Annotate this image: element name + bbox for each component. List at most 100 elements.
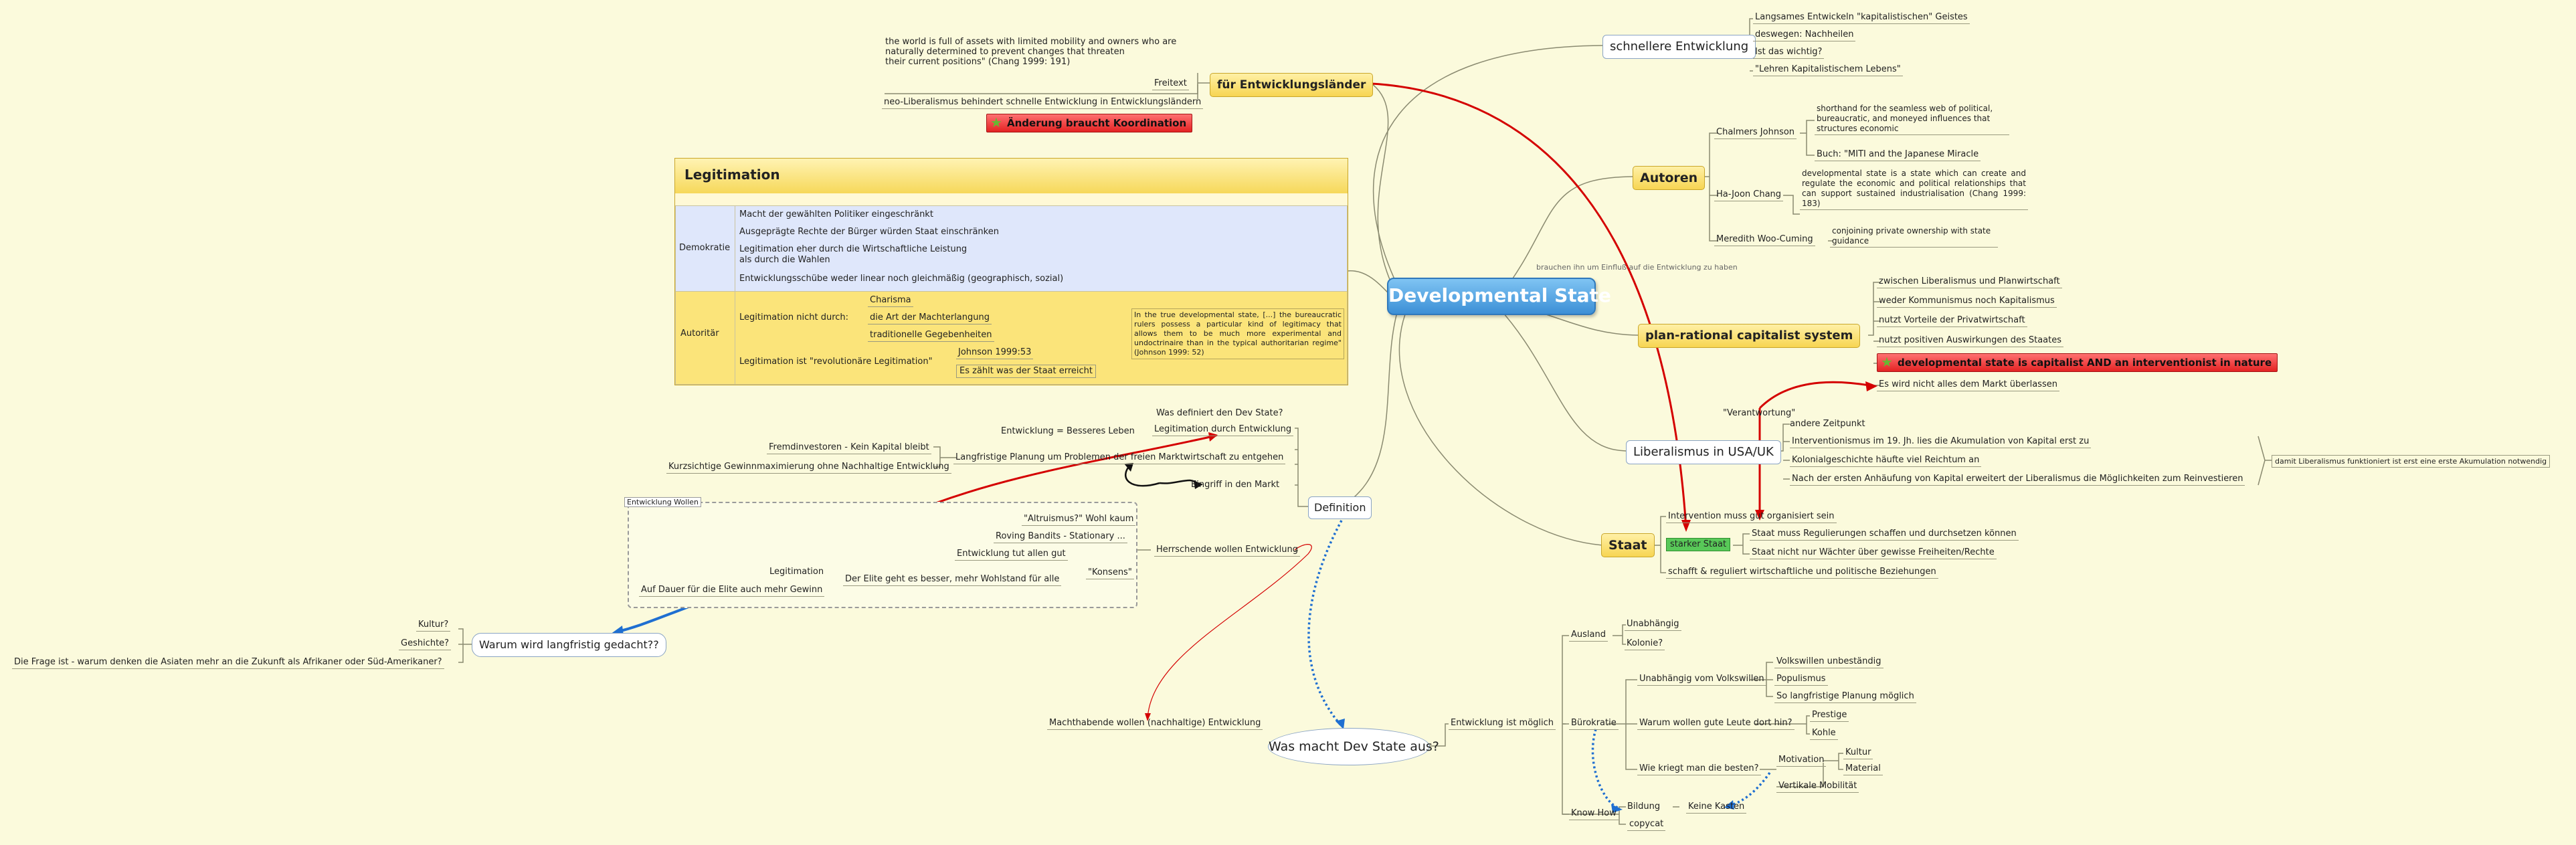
copycat: copycat bbox=[1627, 819, 1666, 831]
revolutionaer-label: Legitimation ist "revolutionäre Legitima… bbox=[739, 357, 933, 367]
langfristig-child: Geshichte? bbox=[399, 638, 452, 650]
legitimation-title[interactable]: Legitimation bbox=[684, 167, 780, 183]
author-chang: Ha-Joon Chang bbox=[1714, 189, 1784, 201]
dauer-gewinn: Auf Dauer für die Elite auch mehr Gewinn bbox=[639, 585, 825, 597]
demo-item: Entwicklungsschübe weder linear noch gle… bbox=[739, 274, 1064, 284]
freitext-label: Freitext bbox=[1152, 78, 1189, 90]
topic-langfristig[interactable]: Warum wird langfristig gedacht?? bbox=[472, 633, 666, 657]
quote-line: the world is full of assets with limited… bbox=[885, 37, 1177, 47]
legitimation-node: Legitimation bbox=[769, 567, 824, 577]
plan-child: nutzt Vorteile der Privatwirtschaft bbox=[1877, 315, 2027, 327]
staat-child: Staat muss Regulierungen schaffen und du… bbox=[1750, 529, 2019, 541]
tut-allen-gut: Entwicklung tut allen gut bbox=[955, 549, 1068, 561]
topic-was-macht[interactable]: Was macht Dev State aus? bbox=[1268, 728, 1439, 765]
row-autoritaer bbox=[675, 291, 1348, 385]
central-topic[interactable]: Developmental State bbox=[1387, 278, 1611, 315]
staat-child: Staat nicht nur Wächter über gewisse Fre… bbox=[1750, 547, 1997, 559]
johnson-definition: shorthand for the seamless web of politi… bbox=[1815, 104, 2009, 135]
demo-item: Ausgeprägte Rechte der Bürger würden Sta… bbox=[739, 227, 999, 237]
johnson-ref: Johnson 1999:53 bbox=[956, 347, 1034, 359]
chang-definition: developmental state is a state which can… bbox=[1800, 169, 2028, 210]
red-node-koordination[interactable]: ★Änderung braucht Koordination bbox=[986, 114, 1193, 132]
kultur: Kultur bbox=[1843, 747, 1873, 759]
demo-item: als durch die Wahlen bbox=[739, 255, 830, 265]
entwicklung-wollen-tag: Entwicklung Wollen bbox=[624, 497, 701, 507]
row-demokratie bbox=[675, 205, 1348, 292]
quote-line: their current positions" (Chang 1999: 19… bbox=[885, 57, 1071, 67]
johnson-quote: In the true developmental state, [...] t… bbox=[1131, 308, 1344, 359]
central-note: brauchen ihn um Einfluß auf die Entwickl… bbox=[1536, 263, 1738, 272]
liberal-child: Nach der ersten Anhäufung von Kapital er… bbox=[1790, 474, 2245, 486]
staat-child: schafft & reguliert wirtschaftliche und … bbox=[1666, 567, 1938, 579]
autoritaer-label: Autoritär bbox=[680, 328, 719, 339]
topic-entwicklungslaender[interactable]: für Entwicklungsländer bbox=[1210, 73, 1374, 97]
konsens: "Konsens" bbox=[1086, 567, 1134, 579]
johnson-book: Buch: "MITI and the Japanese Miracle bbox=[1815, 149, 1981, 161]
material: Material bbox=[1843, 763, 1883, 775]
entwicklung-besser: Entwicklung = Besseres Leben bbox=[1001, 426, 1135, 436]
vertikale-mobilitaet: Vertikale Mobilität bbox=[1776, 781, 1859, 793]
legitimation-table: Legitimation Demokratie Autoritär Macht … bbox=[674, 158, 1348, 385]
plan-child: weder Kommunismus noch Kapitalismus bbox=[1877, 296, 2057, 308]
elite-besser: Der Elite geht es besser, mehr Wohlstand… bbox=[843, 574, 1062, 586]
schnellere-child: Langsames Entwickeln "kapitalistischen" … bbox=[1753, 12, 1970, 24]
verantwortung-label: "Verantwortung" bbox=[1723, 408, 1796, 418]
capitalist-label: developmental state is capitalist AND an… bbox=[1898, 357, 2272, 369]
legit-durch-entwicklung: Legitimation durch Entwicklung bbox=[1152, 424, 1294, 436]
star-icon: ★ bbox=[1881, 354, 1893, 370]
starker-staat-node[interactable]: starker Staat bbox=[1666, 538, 1731, 551]
liberal-child: Kolonialgeschichte häufte viel Reichtum … bbox=[1790, 455, 1982, 467]
koordination-label: Änderung braucht Koordination bbox=[1007, 117, 1187, 129]
liberal-summary: damit Liberalismus funktioniert ist erst… bbox=[2272, 455, 2551, 468]
topic-staat[interactable]: Staat bbox=[1601, 533, 1655, 557]
eingriff-markt: Eingriff in den Markt bbox=[1191, 480, 1280, 490]
unabhaengig: Unabhängig bbox=[1625, 619, 1681, 631]
ausland: Ausland bbox=[1569, 630, 1608, 642]
topic-liberalismus[interactable]: Liberalismus in USA/UK bbox=[1626, 440, 1781, 464]
vw-item: So langfristige Planung möglich bbox=[1774, 691, 1916, 703]
neoliberal-node: neo-Liberalismus behindert schnelle Entw… bbox=[882, 97, 1204, 109]
red-node-capitalist[interactable]: ★ developmental state is capitalist AND a… bbox=[1877, 353, 2278, 372]
nicht-item: traditionelle Gegebenheiten bbox=[868, 330, 994, 342]
demo-item: Legitimation eher durch die Wirtschaftli… bbox=[739, 244, 968, 254]
quote-line: naturally determined to prevent changes … bbox=[885, 47, 1125, 57]
topic-plan-rational[interactable]: plan-rational capitalist system bbox=[1638, 324, 1861, 348]
liberal-child: Interventionismus im 19. Jh. lies die Ak… bbox=[1790, 436, 2092, 448]
author-johnson: Chalmers Johnson bbox=[1714, 127, 1797, 139]
entwicklung-moeglich: Entwicklung ist möglich bbox=[1449, 718, 1556, 730]
fremdinvestoren: Fremdinvestoren - Kein Kapital bleibt bbox=[767, 442, 931, 454]
langfristig-child: Die Frage ist - warum denken die Asiaten… bbox=[12, 657, 444, 669]
kurzsichtig: Kurzsichtige Gewinnmaximierung ohne Nach… bbox=[666, 462, 951, 474]
entwicklung-wollen-group bbox=[628, 502, 1137, 608]
schnellere-child: deswegen: Nachheilen bbox=[1753, 29, 1856, 41]
plan-child-markt: Es wird nicht alles dem Markt überlassen bbox=[1877, 379, 2059, 391]
intervention-label: Intervention muss gut organisiert sein bbox=[1666, 511, 1837, 523]
langfristige-planung: Langfristige Planung um Problemen der fr… bbox=[953, 452, 1286, 464]
langfristig-child: Kultur? bbox=[416, 620, 451, 632]
author-cumings: Meredith Woo-Cuming bbox=[1714, 234, 1815, 246]
machthabende: Machthabende wollen (nachhaltige) Entwic… bbox=[1047, 718, 1263, 730]
know-how: Know How bbox=[1569, 808, 1619, 820]
roving-bandits: Roving Bandits - Stationary ... bbox=[994, 531, 1127, 543]
topic-definition[interactable]: Definition bbox=[1308, 496, 1372, 519]
staat-erreicht-node: Es zählt was der Staat erreicht bbox=[956, 365, 1096, 378]
topic-autoren[interactable]: Autoren bbox=[1633, 166, 1706, 190]
vw-item: Populismus bbox=[1774, 674, 1828, 686]
bildung: Bildung bbox=[1627, 802, 1661, 812]
chang-quote: the world is full of assets with limited… bbox=[885, 37, 1176, 67]
cumings-definition: conjoining private ownership with state … bbox=[1830, 226, 1998, 248]
kolonie: Kolonie? bbox=[1625, 638, 1665, 650]
legitimation-header: Legitimation bbox=[675, 159, 1348, 193]
beste: Wie kriegt man die besten? bbox=[1637, 763, 1761, 775]
volkswillen: Unabhängig vom Volkswillen bbox=[1637, 674, 1766, 686]
plan-child: zwischen Liberalismus und Planwirtschaft bbox=[1877, 276, 2062, 288]
nicht-item: die Art der Machterlangung bbox=[868, 312, 992, 324]
schnellere-child: "Lehren Kapitalistischem Lebens" bbox=[1753, 64, 1903, 76]
topic-schnellere-entwicklung[interactable]: schnellere Entwicklung bbox=[1602, 35, 1756, 59]
herrschende-wollen: Herrschende wollen Entwicklung bbox=[1154, 545, 1301, 557]
altruismus: "Altruismus?" Wohl kaum bbox=[1022, 514, 1136, 526]
vw-item: Volkswillen unbeständig bbox=[1774, 656, 1883, 668]
prestige: Prestige bbox=[1810, 710, 1849, 722]
